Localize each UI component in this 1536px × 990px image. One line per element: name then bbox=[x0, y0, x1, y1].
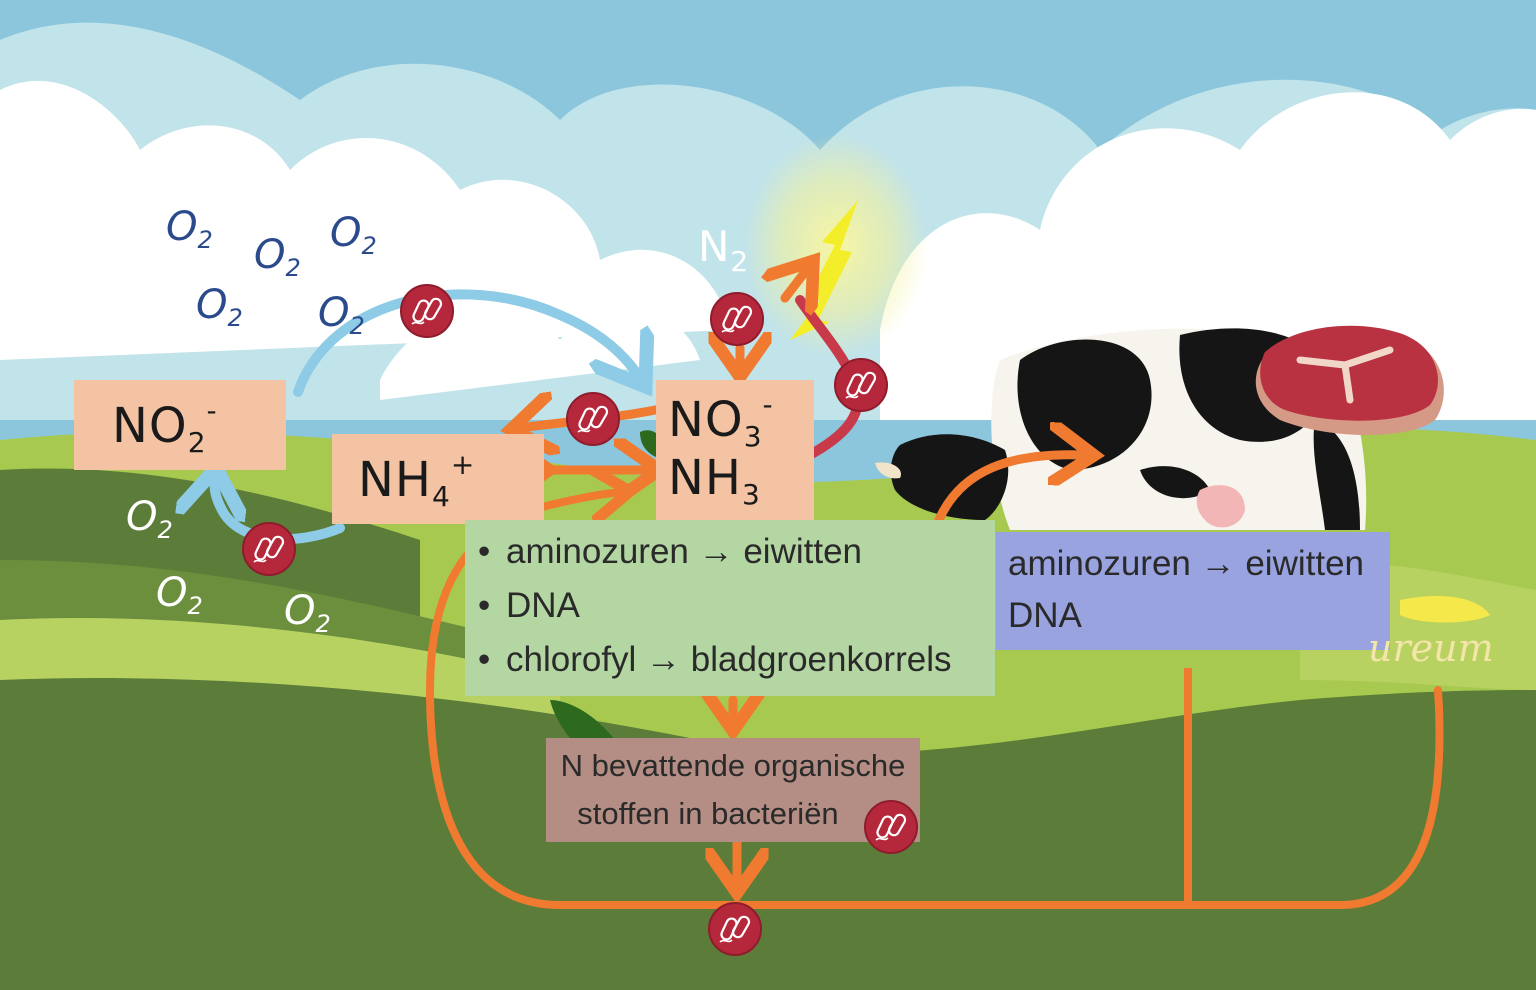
arrow-decomposer-loop bbox=[425, 492, 1444, 909]
nh4-box bbox=[332, 434, 544, 524]
arrow-plant-to-cow bbox=[933, 455, 1085, 527]
arrow-to-n2 bbox=[785, 268, 808, 298]
bacteria-icon bbox=[834, 358, 888, 412]
n2-label: N2 bbox=[698, 222, 750, 278]
bacteria-icon bbox=[708, 902, 762, 956]
bacteria-box-text: N bevattende organische stoffen in bacte… bbox=[546, 742, 920, 838]
no3-nh3-box bbox=[656, 380, 814, 520]
o2-label: O2 bbox=[318, 290, 365, 340]
bacteria-icon bbox=[242, 522, 296, 576]
o2-label: O2 bbox=[156, 570, 203, 620]
animal-line: DNA bbox=[1008, 596, 1082, 635]
plant-box-list: aminozuren → eiwitten DNA chlorofyl → bl… bbox=[470, 525, 990, 687]
no2-box bbox=[74, 380, 286, 470]
bacteria-icon bbox=[864, 800, 918, 854]
ureum-label: ureum bbox=[1368, 626, 1494, 670]
arrow-nh4-to-no3 bbox=[293, 289, 640, 397]
o2-label: O2 bbox=[166, 204, 213, 254]
o2-label: O2 bbox=[196, 282, 243, 332]
animal-box-text: aminozuren → eiwitten DNA bbox=[1008, 538, 1364, 642]
bacteria-box bbox=[546, 738, 920, 842]
animal-box bbox=[996, 532, 1390, 650]
plant-item: chlorofyl → bladgroenkorrels bbox=[470, 633, 990, 687]
bacteria-icon bbox=[566, 392, 620, 446]
bacteria-line: N bevattende organische bbox=[560, 748, 906, 783]
ureum-puddle bbox=[1400, 595, 1490, 623]
animal-line: aminozuren → eiwitten bbox=[1008, 544, 1364, 583]
o2-label: O2 bbox=[330, 210, 377, 260]
o2-label: O2 bbox=[126, 494, 173, 544]
lightning-icon bbox=[790, 200, 858, 340]
arrow-nh4-to-no2 bbox=[215, 478, 345, 545]
plant-item: DNA bbox=[470, 579, 990, 633]
plant-item: aminozuren → eiwitten bbox=[470, 525, 990, 579]
bacteria-icon bbox=[710, 292, 764, 346]
o2-label: O2 bbox=[254, 232, 301, 282]
no3-label: NO3- bbox=[668, 388, 774, 453]
bacteria-icon bbox=[400, 284, 454, 338]
bacteria-line: stoffen in bacteriën bbox=[577, 796, 839, 831]
o2-label: O2 bbox=[284, 588, 331, 638]
nh3-label: NH3 bbox=[668, 450, 761, 511]
no2-label: NO2- bbox=[112, 394, 218, 459]
nh4-label: NH4+ bbox=[358, 448, 476, 513]
